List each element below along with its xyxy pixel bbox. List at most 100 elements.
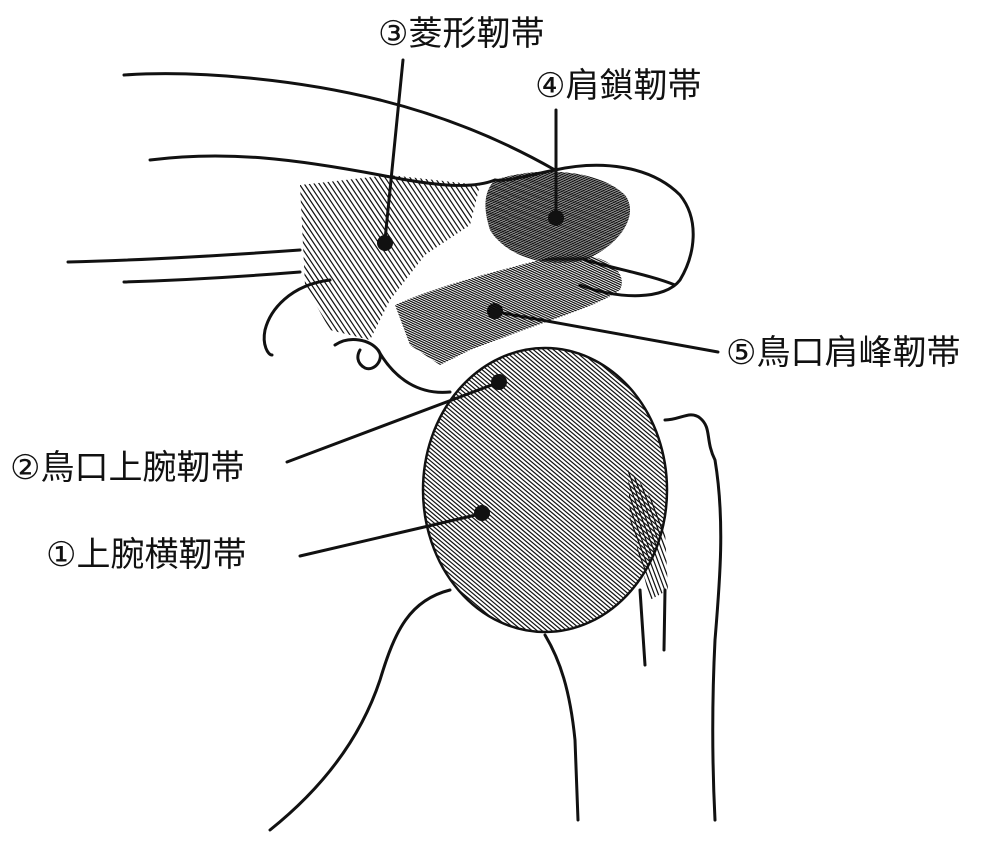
hatch-line [950,330,999,650]
hatch-line [930,160,999,270]
hatch-line [385,330,765,650]
hatch-line [640,160,960,270]
hatch-line [244,460,304,620]
hatch-line [425,330,805,650]
hatch-line [945,170,999,350]
hatch-line [905,330,999,650]
hatch-line [40,330,420,650]
hatch-line [975,240,999,390]
hatch-line [960,160,999,270]
hatch-line [820,460,880,620]
hatch-line [340,330,720,650]
hatch-line [680,330,999,650]
hatch-line [296,460,356,620]
hatch-line [970,160,999,270]
hatch-line [150,330,530,650]
hatch-line [795,330,999,650]
hatch-line [825,160,999,270]
hatch-line [328,460,388,620]
hatch-line [0,160,240,270]
hatch-line [0,240,270,390]
hatch-line [840,160,999,270]
hatch-line [205,330,585,650]
hatch-line [600,160,920,270]
hatch-line [985,330,999,650]
hatch-line [615,170,735,350]
hatch-line [105,330,485,650]
hatch-line [695,170,815,350]
hatch-line [664,460,724,620]
hatch-line [0,170,80,350]
hatch-line [375,160,695,270]
hatch-line [0,330,310,650]
hatch-line [0,170,35,350]
hatch-line [740,330,999,650]
hatch-line [868,460,928,620]
hatch-line [805,170,925,350]
hatch-line [920,460,980,620]
hatch-line [784,460,844,620]
hatch-line [290,330,670,650]
hatch-line [215,170,335,350]
hatch-line [876,460,936,620]
hatch-line [0,330,380,650]
hatch-line [20,160,340,270]
hatch-line [190,240,510,390]
hatch-line [848,460,908,620]
hatch-line [915,170,999,350]
hatch-line [25,160,345,270]
hatch-line [550,330,930,650]
hatch-line [768,460,828,620]
hatch-line [510,330,890,650]
hatch-line [760,170,880,350]
hatch-line [565,330,945,650]
hatch-line [280,460,340,620]
hatch-line [800,160,999,270]
hatch-line [928,460,988,620]
hatch-line [945,330,999,650]
hatch-line [660,160,980,270]
hatch-line [200,170,320,350]
hatch-line [990,160,999,270]
hatch-line [272,460,332,620]
hatch-line [855,170,975,350]
hatch-line [870,160,999,270]
hatch-line [0,330,360,650]
hatch-line [0,330,280,650]
hatch-line [360,330,740,650]
hatch-line [400,330,780,650]
hatch-line [960,460,999,620]
hatch-line [716,460,776,620]
hatch-line [750,330,999,650]
hatch-line [985,160,999,270]
hatch-line [750,170,870,350]
hatch-line [0,170,45,350]
hatch-line [865,160,999,270]
hatch-line [350,160,670,270]
hatch-line [130,160,450,270]
hatch-line [225,170,345,350]
hatch-line [230,330,610,650]
hatch-line [728,460,788,620]
hatch-line [250,330,630,650]
hatch-line [255,170,375,350]
hatch-line [745,170,865,350]
hatch-line [984,460,999,620]
hatch-line [292,460,352,620]
hatch-line [690,170,810,350]
hatch-line [855,330,999,650]
hatch-line [765,170,885,350]
hatch-line [900,170,999,350]
hatch-line [0,330,285,650]
hatch-line [540,330,920,650]
hatch-line [0,330,355,650]
hatch-line [180,170,300,350]
hatch-line [240,460,300,620]
hatch-line [60,330,440,650]
hatch-line [288,460,348,620]
hatch-line [325,330,705,650]
hatch-line [800,170,920,350]
marker-dot-5 [487,303,503,319]
hatch-line [820,330,999,650]
hatch-line [820,170,940,350]
